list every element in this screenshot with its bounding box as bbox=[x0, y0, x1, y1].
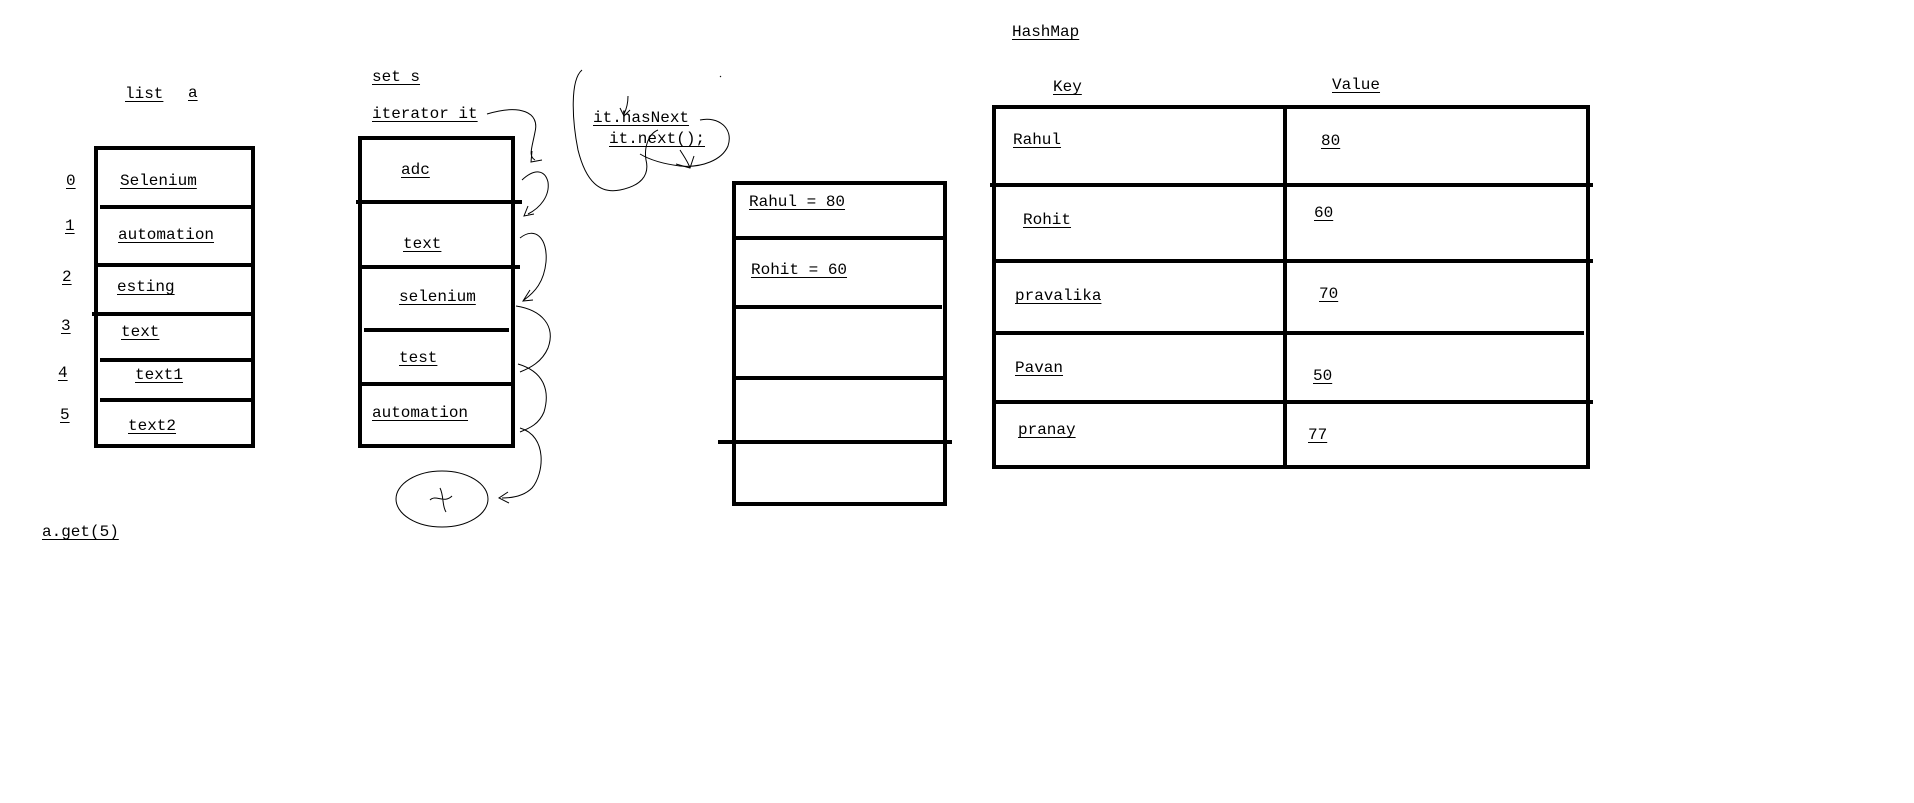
list-divider bbox=[94, 263, 255, 267]
list-index: 1 bbox=[65, 217, 75, 235]
entry-box bbox=[732, 181, 947, 506]
hashmap-row-divider bbox=[992, 259, 1593, 263]
entry-divider bbox=[736, 305, 942, 309]
end-marker-circle bbox=[395, 470, 489, 528]
list-item: Selenium bbox=[120, 172, 197, 190]
list-index: 3 bbox=[61, 317, 71, 335]
set-item: test bbox=[399, 349, 438, 367]
list-index: 4 bbox=[58, 364, 68, 382]
set-item: selenium bbox=[399, 288, 476, 306]
set-divider bbox=[358, 265, 520, 269]
iterator-arrow-4 bbox=[515, 305, 551, 373]
iterator-arrow-2 bbox=[521, 171, 549, 217]
list-item: text1 bbox=[135, 366, 184, 384]
next-arrow bbox=[675, 149, 695, 169]
set-title: set s bbox=[372, 68, 421, 86]
iterator-arrow-5 bbox=[517, 363, 547, 433]
hashmap-row-divider bbox=[990, 183, 1593, 187]
list-item: automation bbox=[118, 226, 215, 244]
hashmap-key: Pavan bbox=[1015, 359, 1064, 377]
list-item: text bbox=[121, 323, 160, 341]
set-divider bbox=[356, 200, 522, 204]
set-divider bbox=[358, 382, 515, 386]
hashmap-row-divider bbox=[992, 400, 1593, 404]
hashmap-row-divider bbox=[992, 331, 1584, 335]
list-index: 0 bbox=[66, 172, 76, 190]
entry-divider bbox=[732, 236, 947, 240]
entry-divider bbox=[732, 376, 947, 380]
hashmap-key: pravalika bbox=[1015, 287, 1102, 305]
hashmap-value-header: Value bbox=[1332, 76, 1381, 94]
hashmap-value: 70 bbox=[1319, 285, 1339, 303]
stray-dot bbox=[719, 75, 722, 78]
list-item: text2 bbox=[128, 417, 177, 435]
set-item: text bbox=[403, 235, 442, 253]
entry-divider bbox=[718, 440, 952, 444]
list-box bbox=[94, 146, 255, 448]
list-index: 5 bbox=[60, 406, 70, 424]
list-get-call: a.get(5) bbox=[42, 523, 119, 541]
end-marker-x bbox=[429, 487, 453, 513]
set-item: automation bbox=[372, 404, 469, 422]
list-divider bbox=[100, 358, 255, 362]
hashmap-value: 60 bbox=[1314, 204, 1334, 222]
hashmap-key: Rahul bbox=[1013, 131, 1062, 149]
hashmap-key: Rohit bbox=[1023, 211, 1072, 229]
list-item: esting bbox=[117, 278, 175, 296]
set-item: adc bbox=[401, 161, 430, 179]
hashmap-table bbox=[992, 105, 1590, 469]
entry-item: Rohit = 60 bbox=[751, 261, 848, 279]
iterator-label: iterator it bbox=[372, 105, 478, 123]
hashmap-key: pranay bbox=[1018, 421, 1076, 439]
iterator-arrow-3 bbox=[519, 232, 547, 302]
list-index: 2 bbox=[62, 268, 72, 286]
list-divider bbox=[92, 312, 255, 316]
hashmap-key-header: Key bbox=[1053, 78, 1082, 96]
hashmap-value: 50 bbox=[1313, 367, 1333, 385]
entry-item: Rahul = 80 bbox=[749, 193, 846, 211]
hashmap-value: 77 bbox=[1308, 426, 1328, 444]
next-label: it.next(); bbox=[609, 130, 706, 148]
list-var: a bbox=[188, 84, 198, 102]
hashmap-title: HashMap bbox=[1012, 23, 1080, 41]
has-next-label: it.hasNext bbox=[593, 109, 690, 127]
set-box bbox=[358, 136, 515, 448]
set-divider bbox=[364, 328, 509, 332]
list-divider bbox=[100, 205, 255, 209]
list-title: list bbox=[125, 85, 164, 103]
list-divider bbox=[100, 398, 255, 402]
hashmap-value: 80 bbox=[1321, 132, 1341, 150]
hashmap-column-divider bbox=[1283, 105, 1287, 469]
